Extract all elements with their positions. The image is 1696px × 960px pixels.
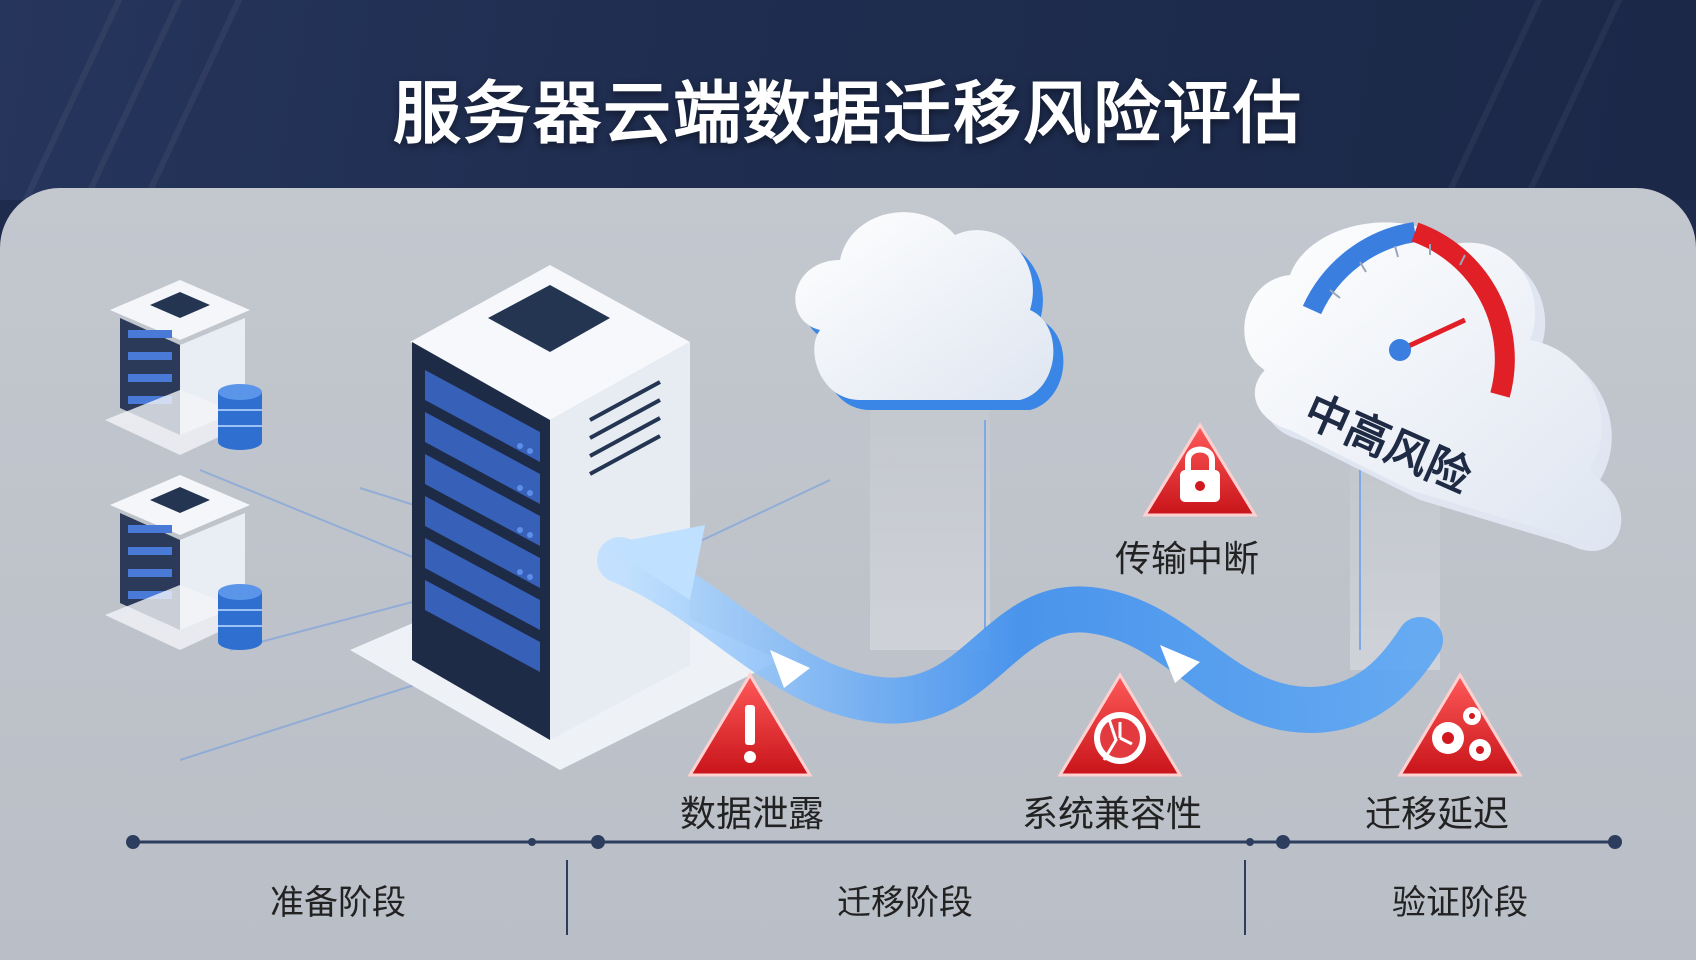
database-icon: [218, 384, 262, 450]
broken-clock-warning-icon: [1057, 672, 1183, 777]
data-flow-ribbon: [597, 525, 1443, 734]
header-banner: [0, 0, 1696, 200]
risk-label-data-leak: 数据泄露: [680, 794, 825, 835]
flow-arrow-icon: [770, 650, 810, 688]
small-server-top: [105, 280, 255, 455]
phase-migration: 迁移阶段: [837, 883, 973, 923]
lock-warning-icon: [1142, 422, 1258, 517]
page-title: 服务器云端数据迁移风险评估: [392, 75, 1303, 154]
flow-arrow-icon: [605, 525, 705, 600]
phase-timeline: [126, 835, 1622, 935]
risk-gauge-cloud: [1244, 222, 1622, 551]
database-icon: [218, 584, 262, 650]
phase-preparation: 准备阶段: [270, 883, 406, 923]
risk-label-transmission: 传输中断: [1115, 539, 1260, 580]
main-server-tower: [350, 265, 780, 770]
gauge-needle: [1398, 317, 1467, 353]
phase-verification: 验证阶段: [1392, 883, 1528, 923]
cloud-icon: [795, 212, 1064, 410]
exclamation-warning-icon: [687, 672, 813, 777]
gears-warning-icon: [1397, 672, 1523, 777]
flow-arrow-icon: [1160, 645, 1200, 683]
risk-label-delay: 迁移延迟: [1365, 794, 1510, 835]
risk-label-compatibility: 系统兼容性: [1022, 794, 1203, 835]
